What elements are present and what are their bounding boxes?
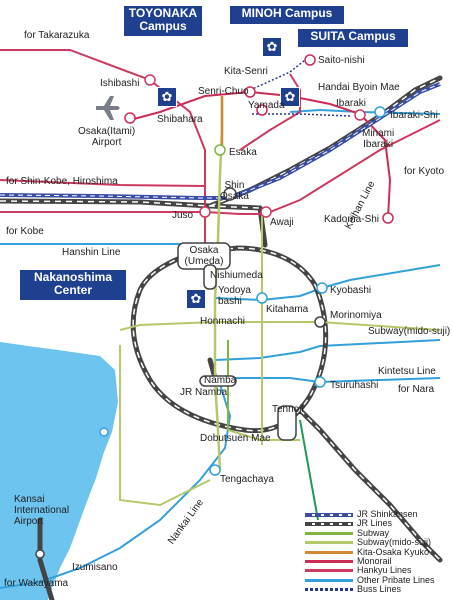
station-yodoyabashi: Yodoya bashi xyxy=(218,285,251,307)
dir-nara: for Nara xyxy=(398,384,435,395)
station-kitahama: Kitahama xyxy=(266,304,309,315)
legend-item: Buss Lines xyxy=(300,584,450,595)
legend-label: Kita-Osaka Kyuko xyxy=(357,546,430,557)
station-ibaraki: Ibaraki xyxy=(336,98,367,109)
station-namba: Namba xyxy=(204,375,237,386)
legend-swatch xyxy=(305,522,353,527)
dir-shinkobe: for Shin-Kobe, Hiroshima xyxy=(6,176,118,187)
legend-label: JR Lines xyxy=(357,518,393,529)
station-senri-chuo: Senri-Chuo xyxy=(198,86,249,97)
legend-swatch xyxy=(305,513,353,517)
minoh-campus-label[interactable]: MINOH Campus xyxy=(230,6,344,24)
legend-item: Subway(mido-suji) xyxy=(300,537,450,548)
legend-item: JR Shinkansen xyxy=(300,509,450,519)
legend-label: Monorail xyxy=(357,556,392,566)
station-ishibashi: Ishibashi xyxy=(100,78,140,89)
legend-item: Hankyu Lines xyxy=(300,565,450,576)
dir-wakayama: for Wakayama xyxy=(4,578,69,589)
station-minami-ibaraki: Minami Ibaraki xyxy=(362,128,395,150)
dir-kyoto: for Kyoto xyxy=(404,166,445,177)
monorail xyxy=(129,90,392,219)
line-subway-midosuji: Subway(mido-suji) xyxy=(368,326,451,337)
line-kintetsu: Kintetsu Line xyxy=(378,366,436,377)
station-nishiumeda: Nishiumeda xyxy=(210,270,263,281)
nakanoshima-center-icon[interactable]: ✿ xyxy=(186,289,206,309)
suita-campus-label[interactable]: SUITA Campus xyxy=(298,29,408,47)
station-tengachaya: Tengachaya xyxy=(220,474,274,485)
legend-swatch xyxy=(305,531,353,535)
legend-label: Subway xyxy=(357,527,390,538)
toyonaka-campus-icon[interactable]: ✿ xyxy=(157,87,177,107)
toyonaka-campus-label[interactable]: TOYONAKA Campus xyxy=(124,6,202,36)
station-ibaraki-shi: Ibaraki-Shi xyxy=(390,110,438,121)
station-handai-byoin-mae: Handai Byoin Mae xyxy=(318,82,400,93)
legend-item: Monorail xyxy=(300,556,450,566)
legend-item: JR Lines xyxy=(300,518,450,529)
legend-label: Hankyu Lines xyxy=(357,565,412,576)
station-saito-nishi: Saito-nishi xyxy=(318,55,365,66)
station-markers xyxy=(35,54,394,559)
station-kansai-airport: Kansai International Airport xyxy=(14,494,70,527)
station-juso: Juso xyxy=(172,210,194,221)
legend-label: Buss Lines xyxy=(357,584,402,595)
shinkansen xyxy=(0,82,441,200)
station-osaka-umeda: Osaka (Umeda) xyxy=(184,245,224,267)
legend-item: Subway xyxy=(300,527,450,538)
station-honmachi: Honmachi xyxy=(200,316,246,327)
legend-label: Subway(mido-suji) xyxy=(357,537,432,548)
legend-label: JR Shinkansen xyxy=(357,509,418,519)
suita-campus-icon[interactable]: ✿ xyxy=(280,87,300,107)
station-morinomiya: Morinomiya xyxy=(330,310,382,321)
interchange-markers xyxy=(177,242,297,441)
station-kita-senri: Kita-Senri xyxy=(224,66,268,77)
legend-swatch xyxy=(305,578,353,582)
minoh-campus-icon[interactable]: ✿ xyxy=(262,37,282,57)
legend-swatch xyxy=(305,560,353,563)
legend-swatch xyxy=(305,588,353,592)
dir-kobe: for Kobe xyxy=(6,226,44,237)
station-kadoma-shi: Kadoma-Shi xyxy=(324,214,380,225)
station-kyobashi: Kyobashi xyxy=(330,285,372,296)
nakanoshima-center-label[interactable]: Nakanoshima Center xyxy=(20,270,126,300)
station-shibahara: Shibahara xyxy=(157,114,203,125)
station-tennoji: Tennoji xyxy=(272,404,304,415)
station-jr-namba: JR Namba xyxy=(180,387,228,398)
legend-swatch xyxy=(305,569,353,573)
airplane-icon xyxy=(94,96,120,120)
bus-lines xyxy=(249,59,351,117)
station-dobutsuen-mae: Dobutsuen Mae xyxy=(200,433,271,444)
station-shin-osaka: Shin Osaka xyxy=(220,180,249,202)
osaka-bay xyxy=(0,342,118,600)
station-tsuruhashi: Tsuruhashi xyxy=(330,380,379,391)
station-osaka-itami: Osaka(Itami) Airport xyxy=(78,126,136,148)
station-yamada: Yamada xyxy=(248,100,285,111)
legend-label: Other Pribate Lines xyxy=(357,574,435,585)
legend-item: Other Pribate Lines xyxy=(300,574,450,585)
legend-item: Kita-Osaka Kyuko xyxy=(300,546,450,557)
station-esaka: Esaka xyxy=(229,147,257,158)
station-awaji: Awaji xyxy=(270,217,294,228)
line-hanshin: Hanshin Line xyxy=(62,247,121,258)
legend-swatch xyxy=(305,541,353,545)
legend-swatch xyxy=(305,550,353,554)
dir-takarazuka: for Takarazuka xyxy=(24,30,90,41)
station-izumisano: Izumisano xyxy=(72,562,118,573)
